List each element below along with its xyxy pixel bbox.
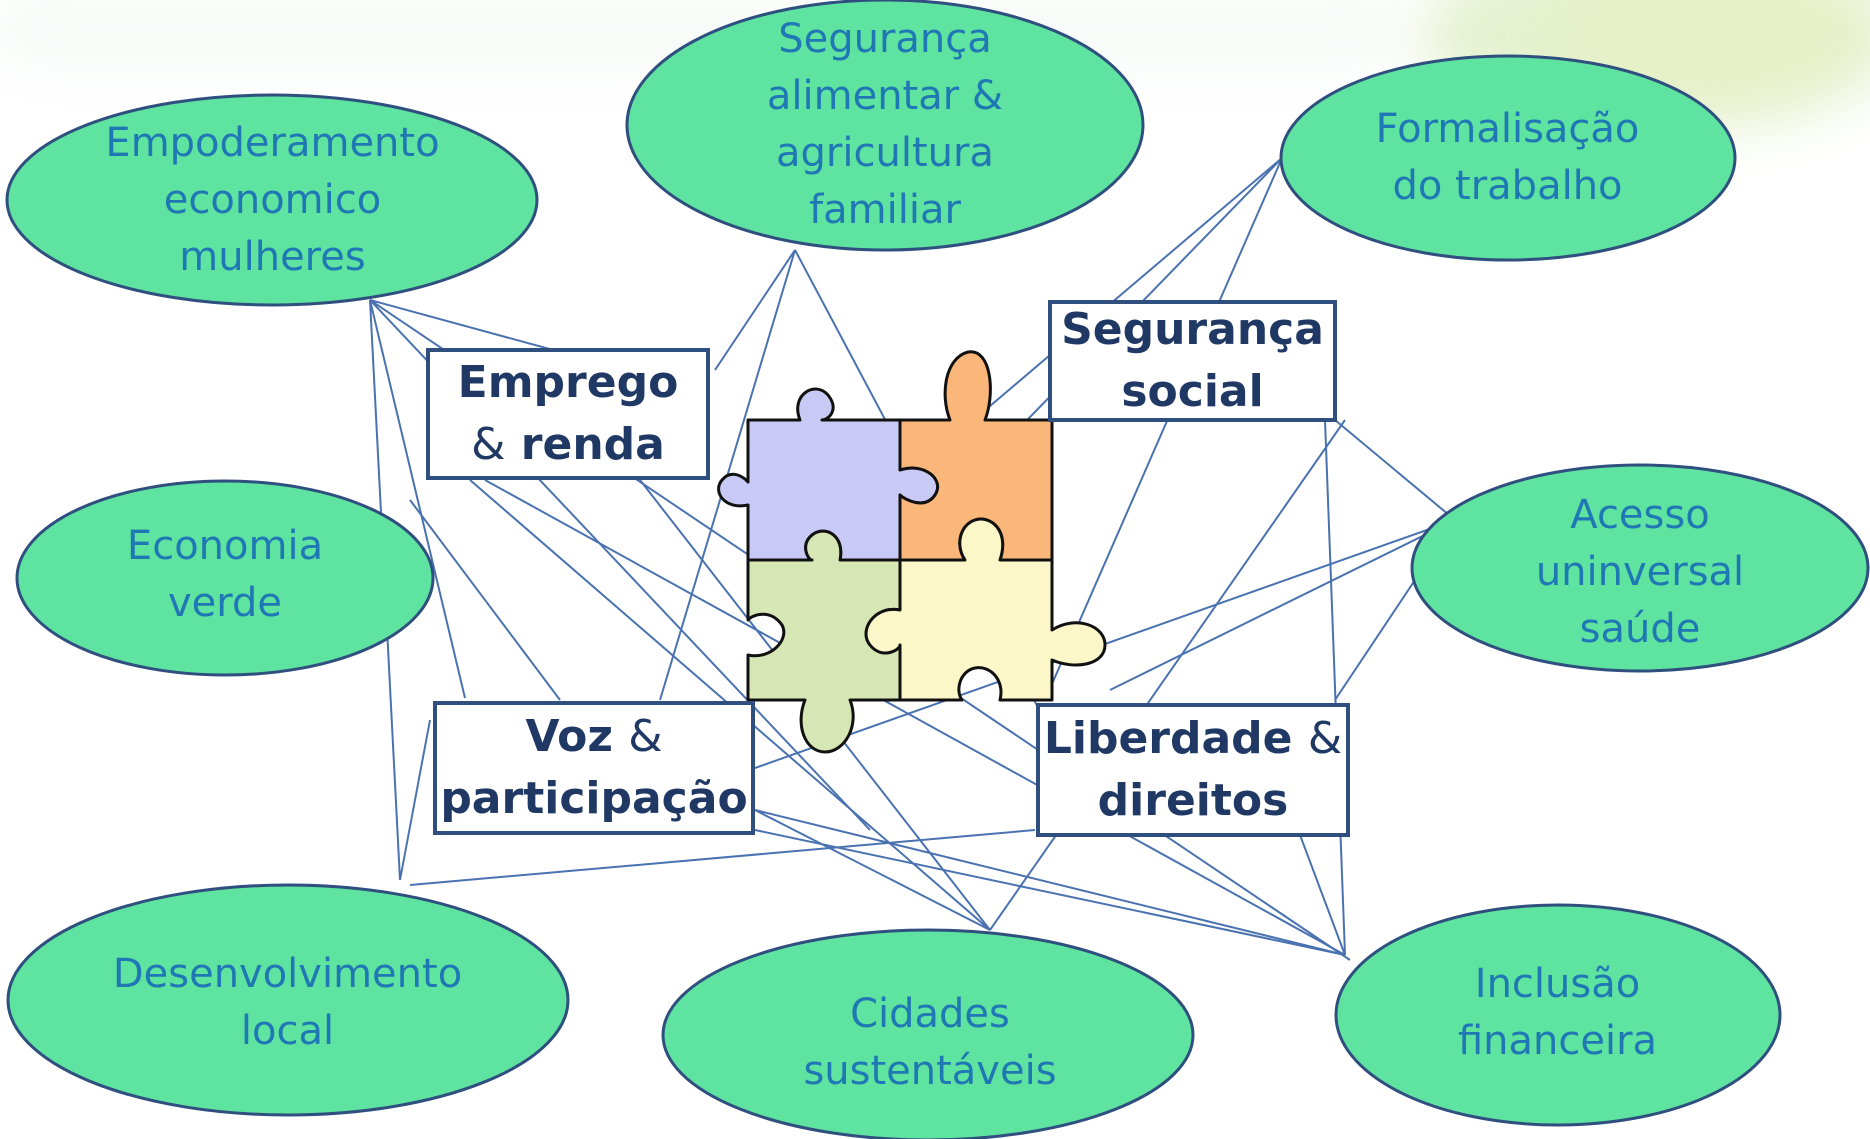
connector-line xyxy=(754,829,1346,956)
connector-line xyxy=(1109,519,1456,691)
connector-line xyxy=(714,249,796,371)
box-word: direitos xyxy=(1097,775,1289,826)
puzzle-icon xyxy=(717,350,1107,754)
box-label-voz-participacao: Voz & participação xyxy=(435,703,753,833)
box-word: social xyxy=(1121,366,1264,417)
oval-shapes xyxy=(5,0,1870,1139)
ampersand: & xyxy=(628,711,663,762)
connector-line xyxy=(754,809,991,931)
box-word: Emprego xyxy=(457,357,679,408)
box-emprego-renda xyxy=(426,348,710,480)
box-word: participação xyxy=(440,773,748,824)
connector-line xyxy=(754,809,1346,956)
connector-line xyxy=(409,499,561,701)
box-liberdade-direitos xyxy=(1036,703,1350,837)
ampersand: & xyxy=(471,419,506,470)
box-word: Voz xyxy=(525,711,613,762)
box-word: Segurança xyxy=(1061,304,1324,355)
box-label-seguranca-social: Segurança social xyxy=(1050,302,1335,420)
connector-line xyxy=(399,719,431,881)
connector-line xyxy=(369,299,466,699)
connector-line xyxy=(1334,419,1456,521)
oval-acesso-saude xyxy=(1410,463,1870,673)
box-word: renda xyxy=(520,419,665,470)
box-voz-participacao xyxy=(433,701,755,835)
oval-formalisacao xyxy=(1279,54,1737,262)
connector-line xyxy=(484,479,1346,956)
puzzle-piece-green xyxy=(746,529,902,754)
oval-cidades-sustentaveis xyxy=(661,928,1195,1139)
oval-desenvolvimento-local xyxy=(6,883,570,1117)
box-seguranca-social xyxy=(1048,300,1337,422)
connector-line xyxy=(409,829,1036,886)
connector-line xyxy=(989,419,1346,931)
oval-inclusao-financeira xyxy=(1334,903,1782,1127)
oval-empoderamento xyxy=(5,93,539,307)
connector-line xyxy=(1044,157,1283,701)
connector-line xyxy=(1299,834,1346,956)
box-label-emprego-renda: Emprego & renda xyxy=(428,350,708,478)
oval-seguranca-alimentar xyxy=(625,0,1145,252)
oval-economia-verde xyxy=(15,479,435,677)
connector-line xyxy=(949,157,1283,441)
box-shapes xyxy=(426,300,1350,837)
connector-line xyxy=(1324,419,1346,956)
box-word: Liberdade xyxy=(1043,713,1293,764)
puzzle-piece-yellow xyxy=(864,517,1107,702)
ampersand: & xyxy=(1307,713,1343,764)
box-label-liberdade-direitos: Liberdade & direitos xyxy=(1038,705,1348,835)
